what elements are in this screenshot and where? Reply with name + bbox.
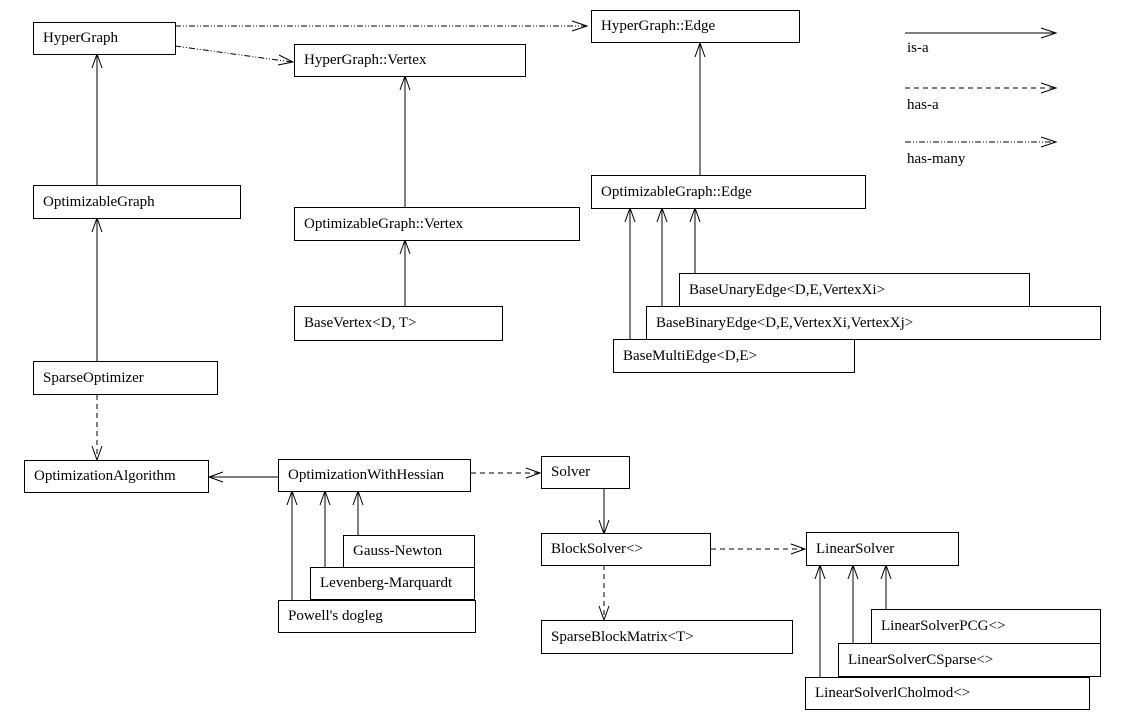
node-sparse-optimizer[interactable]: SparseOptimizer	[33, 361, 218, 395]
node-powells-dogleg[interactable]: Powell's dogleg	[278, 600, 476, 633]
arrowhead	[525, 467, 542, 479]
node-linear-solver-csparse[interactable]: LinearSolverCSparse<>	[838, 643, 1101, 677]
node-hypergraph-vertex[interactable]: HyperGraph::Vertex	[294, 44, 526, 77]
node-base-multi-edge[interactable]: BaseMultiEdge<D,E>	[613, 339, 855, 373]
node-gauss-newton[interactable]: Gauss-Newton	[343, 535, 475, 568]
node-linear-solver-pcg[interactable]: LinearSolverPCG<>	[871, 609, 1101, 644]
arrowhead	[571, 20, 589, 32]
node-sparse-block-matrix[interactable]: SparseBlockMatrix<T>	[541, 620, 793, 654]
legend-label-has-many: has-many	[907, 151, 966, 167]
node-optimizable-graph-edge[interactable]: OptimizableGraph::Edge	[591, 175, 866, 209]
node-optimizable-graph[interactable]: OptimizableGraph	[33, 185, 241, 219]
arrowhead	[790, 543, 807, 555]
arrowhead	[1040, 27, 1058, 39]
legend-label-has-a: has-a	[907, 97, 939, 113]
node-hypergraph[interactable]: HyperGraph	[33, 22, 176, 55]
arrowhead	[1040, 136, 1058, 148]
node-hypergraph-edge[interactable]: HyperGraph::Edge	[591, 10, 800, 43]
node-base-vertex[interactable]: BaseVertex<D, T>	[294, 306, 503, 341]
node-block-solver[interactable]: BlockSolver<>	[541, 533, 711, 566]
edge-hypergraph-hg-vertex	[174, 45, 293, 63]
node-base-binary-edge[interactable]: BaseBinaryEdge<D,E,VertexXi,VertexXj>	[646, 306, 1101, 340]
node-solver[interactable]: Solver	[541, 456, 630, 489]
node-optimization-algorithm[interactable]: OptimizationAlgorithm	[24, 460, 209, 493]
node-linear-solver-cholmod[interactable]: LinearSolverlCholmod<>	[805, 677, 1090, 710]
node-base-unary-edge[interactable]: BaseUnaryEdge<D,E,VertexXi>	[679, 273, 1030, 307]
arrowhead	[694, 41, 706, 58]
node-optimization-with-hessian[interactable]: OptimizationWithHessian	[278, 459, 471, 492]
arrowhead	[277, 54, 295, 66]
legend-label-is-a: is-a	[907, 40, 929, 56]
node-optimizable-graph-vertex[interactable]: OptimizableGraph::Vertex	[294, 207, 580, 241]
arrowhead	[207, 471, 224, 483]
arrowhead	[1040, 82, 1058, 94]
node-linear-solver[interactable]: LinearSolver	[806, 532, 959, 566]
node-levenberg-marquardt[interactable]: Levenberg-Marquardt	[310, 567, 475, 600]
